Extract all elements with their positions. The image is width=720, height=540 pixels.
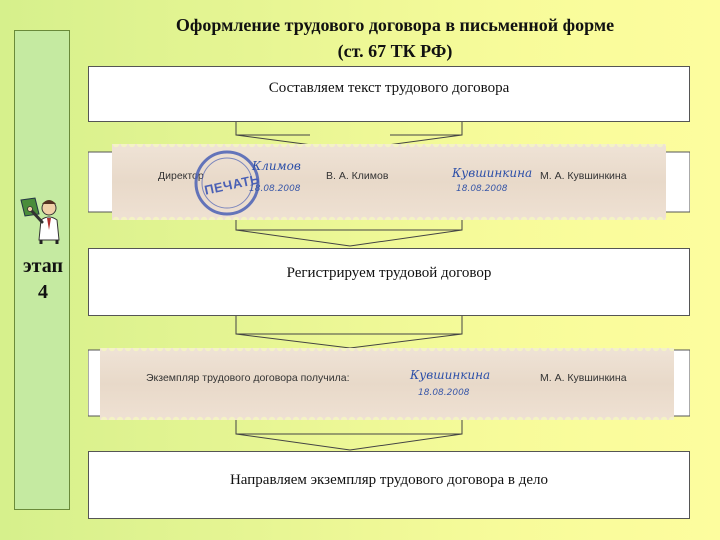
stage-sidebar: этап 4 <box>14 30 70 510</box>
director-date: 18.08.2008 <box>249 184 301 194</box>
employee-signature: Кувшинкина <box>452 166 532 180</box>
step-text-compose: Составляем текст трудового договора <box>89 67 689 97</box>
step-text-register: Регистрируем трудовой договор <box>89 249 689 282</box>
receipt-label: Экземпляр трудового договора получила: <box>146 372 350 384</box>
step-text-archive: Направляем экземпляр трудового договора … <box>89 452 689 489</box>
receipt-name: М. А. Кувшинкина <box>540 372 627 384</box>
receipt-date: 18.08.2008 <box>418 388 470 398</box>
step-box-archive: Направляем экземпляр трудового договора … <box>88 451 690 519</box>
signature-strip-receipt: Экземпляр трудового договора получила: К… <box>100 348 674 420</box>
step-box-compose: Составляем текст трудового договора <box>88 66 690 122</box>
director-name: В. А. Климов <box>326 170 388 182</box>
businessman-pointing-icon <box>17 194 69 244</box>
signature-strip-contract: Директор ПЕЧАТЬ Климов 18.08.2008 В. А. … <box>112 144 666 220</box>
stage-number: 4 <box>15 279 71 305</box>
employee-name: М. А. Кувшинкина <box>540 170 627 182</box>
employee-date: 18.08.2008 <box>456 184 508 194</box>
stage-word: этап <box>15 253 71 279</box>
stage-label: этап 4 <box>15 253 71 305</box>
receipt-signature: Кувшинкина <box>410 368 490 382</box>
director-signature: Климов <box>252 159 301 173</box>
step-box-register: Регистрируем трудовой договор <box>88 248 690 316</box>
